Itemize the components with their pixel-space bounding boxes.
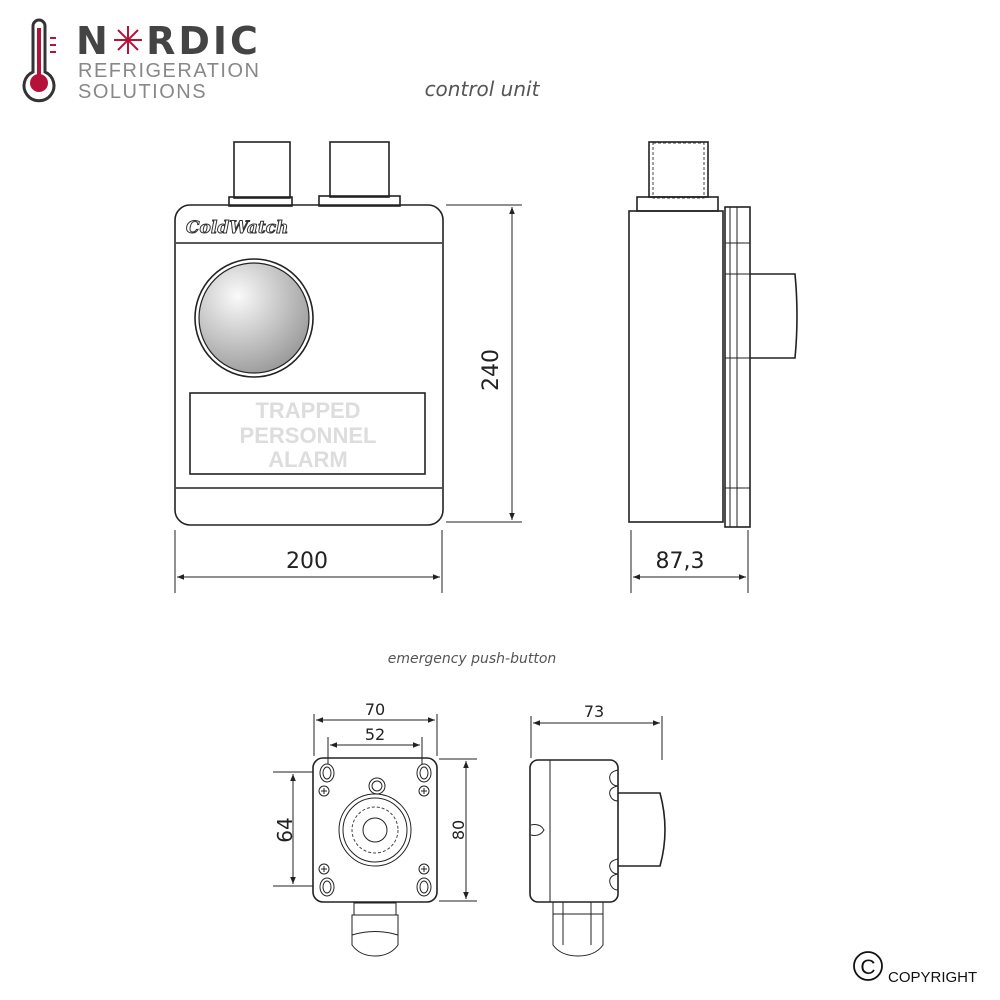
brand-label: ColdWatch	[186, 218, 288, 238]
panel-text-line3: ALARM	[268, 447, 347, 472]
copyright-symbol: C	[860, 956, 875, 979]
dim-pb-hole-y-label: 64	[273, 817, 297, 842]
logo-line3: SOLUTIONS	[78, 81, 207, 103]
logo-line2: REFRIGERATION	[78, 60, 260, 82]
control-unit-caption: control unit	[425, 77, 541, 101]
snowflake-icon	[114, 26, 142, 54]
dimension-height: 240	[446, 204, 522, 523]
dim-width-label: 200	[286, 549, 328, 574]
dimension-pb-hole-y: 64	[273, 771, 313, 887]
copyright-icon	[853, 951, 883, 981]
dimension-pb-depth: 73	[530, 702, 663, 760]
control-unit-front-view: ColdWatch TRAPPED PERSONNEL ALARM	[174, 141, 444, 526]
dimension-pb-width: 70	[313, 700, 438, 756]
dimension-depth: 87,3	[630, 530, 749, 593]
dim-pb-height-label: 80	[449, 820, 468, 840]
dim-pb-width-label: 70	[365, 700, 385, 719]
dim-height-label: 240	[479, 349, 504, 391]
alarm-button	[198, 262, 310, 374]
thermometer-icon	[22, 18, 56, 103]
dim-depth-label: 87,3	[656, 549, 705, 574]
dim-pb-hole-x-label: 52	[365, 725, 385, 744]
push-button-side-view	[529, 759, 666, 957]
panel-text-line2: PERSONNEL	[240, 423, 377, 448]
copyright-notice: C COPYRIGHT	[853, 951, 977, 986]
dimension-pb-hole-x: 52	[327, 725, 423, 764]
push-button-caption: emergency push-button	[388, 651, 557, 667]
mounting-hole-icons	[319, 763, 432, 897]
panel-text-line1: TRAPPED	[255, 398, 360, 423]
screw-icons	[318, 785, 430, 875]
dimension-width: 200	[174, 530, 443, 593]
logo-brand: NORDIC	[76, 19, 261, 63]
copyright-label: COPYRIGHT	[888, 969, 977, 986]
dim-pb-depth-label: 73	[584, 702, 604, 721]
push-button-front-view	[312, 757, 438, 957]
control-unit-side-view	[628, 141, 798, 528]
dimension-pb-height: 80	[439, 758, 477, 902]
